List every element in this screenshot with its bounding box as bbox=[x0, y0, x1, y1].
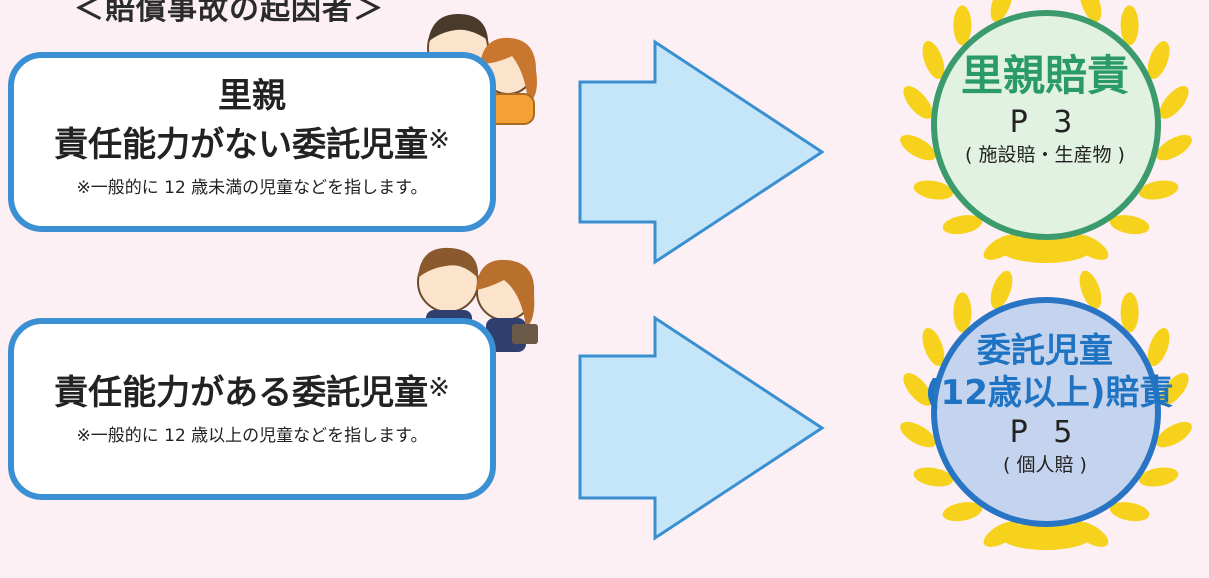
laurel-leaf bbox=[922, 327, 945, 367]
note-12-and-over: ※一般的に 12 歳以上の児童などを指します。 bbox=[76, 426, 428, 446]
laurel-leaf bbox=[1079, 0, 1102, 22]
laurel-leaf bbox=[942, 215, 983, 235]
laurel-leaf bbox=[990, 270, 1013, 309]
laurel-leaf bbox=[1156, 134, 1192, 161]
laurel-leaf bbox=[900, 134, 936, 161]
laurel-leaf bbox=[1156, 421, 1192, 448]
laurel-base bbox=[1000, 522, 1092, 550]
laurel-bottom bbox=[900, 270, 1192, 550]
badge1-circle bbox=[931, 10, 1161, 240]
laurel-top bbox=[900, 0, 1192, 263]
laurel-leaf bbox=[1109, 502, 1150, 522]
laurel-leaf bbox=[1147, 327, 1170, 367]
badge1-title: 里親賠責 bbox=[960, 51, 1129, 100]
badge2-title-line1: 委託児童 bbox=[977, 331, 1113, 371]
badge2-subtitle: ( 個人賠 ) bbox=[1003, 454, 1087, 476]
laurel-leaf bbox=[990, 0, 1013, 22]
laurel-leaf bbox=[1159, 373, 1189, 406]
arrow-bottom bbox=[578, 315, 825, 541]
laurel-leaf bbox=[900, 421, 936, 448]
laurel-leaf bbox=[953, 292, 972, 333]
laurel-leaf bbox=[1109, 215, 1150, 235]
laurel-leaf bbox=[1159, 86, 1189, 119]
laurel-leaf bbox=[922, 40, 945, 80]
laurel-leaf bbox=[913, 467, 954, 487]
badge2-title-line2: (12歳以上)賠責 bbox=[925, 373, 1174, 413]
laurel-leaf bbox=[942, 502, 983, 522]
arrow-top bbox=[578, 39, 825, 265]
child-without-capacity-label: 責任能力がない委託児童※ bbox=[54, 125, 450, 165]
badge2-circle bbox=[931, 297, 1161, 527]
laurel-leaf bbox=[1147, 40, 1170, 80]
laurel-leaf bbox=[903, 373, 933, 406]
laurel-leaf bbox=[1138, 467, 1179, 487]
laurel-leaf bbox=[1120, 292, 1139, 333]
laurel-leaf bbox=[903, 86, 933, 119]
responsible-party-box-child: 責任能力がある委託児童※ ※一般的に 12 歳以上の児童などを指します。 bbox=[8, 318, 496, 500]
responsible-party-box-foster: 里親 責任能力がない委託児童※ ※一般的に 12 歳未満の児童などを指します。 bbox=[8, 52, 496, 232]
foster-parent-label: 里親 bbox=[218, 76, 286, 116]
diagram-heading: ＜賠償事故の起因者＞ bbox=[74, 0, 384, 27]
laurel-leaf bbox=[1120, 5, 1139, 46]
laurel-leaf bbox=[953, 5, 972, 46]
laurel-leaf bbox=[1138, 180, 1179, 200]
note-under-12: ※一般的に 12 歳未満の児童などを指します。 bbox=[76, 178, 428, 198]
badge1-subtitle: ( 施設賠・生産物 ) bbox=[965, 144, 1125, 166]
badge-child-liability: 委託児童 (12歳以上)賠責 P 5 ( 個人賠 ) bbox=[925, 330, 1174, 478]
badge-foster-liability: 里親賠責 P 3 ( 施設賠・生産物 ) bbox=[925, 48, 1165, 168]
laurel-leaf bbox=[913, 180, 954, 200]
badge2-page: P 5 bbox=[1009, 415, 1081, 450]
child-with-capacity-label: 責任能力がある委託児童※ bbox=[54, 373, 450, 413]
badge1-page: P 3 bbox=[1009, 105, 1081, 140]
laurel-leaf bbox=[1079, 270, 1102, 309]
laurel-base bbox=[1000, 235, 1092, 263]
